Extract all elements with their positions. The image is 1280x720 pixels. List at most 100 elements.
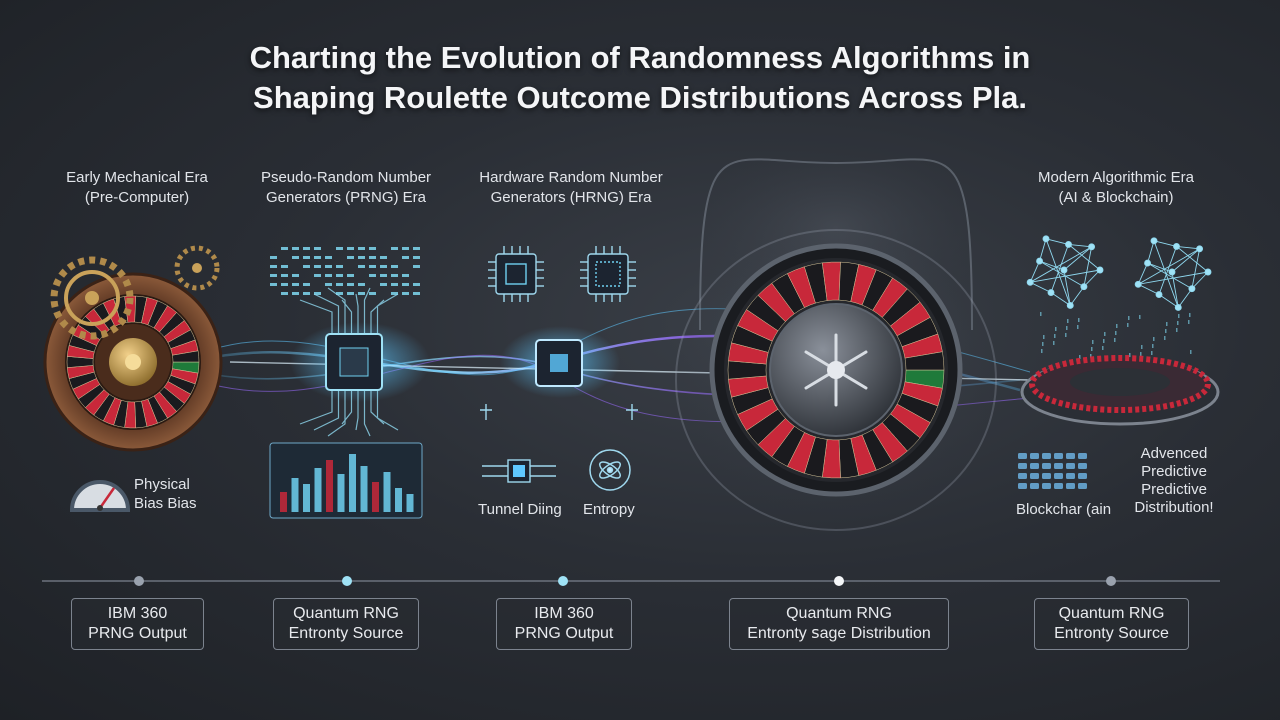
block-cell bbox=[1054, 473, 1063, 479]
rain-bit bbox=[1166, 322, 1168, 326]
histogram-bar bbox=[406, 494, 414, 512]
code-glyph bbox=[336, 274, 343, 277]
rain-bit bbox=[1115, 331, 1117, 335]
network-node bbox=[1150, 237, 1158, 245]
rain-bit bbox=[1128, 316, 1130, 320]
rain-bit bbox=[1042, 342, 1044, 346]
network-edge bbox=[1063, 269, 1071, 306]
block-cell bbox=[1078, 453, 1087, 459]
code-glyph bbox=[292, 283, 299, 286]
code-glyph bbox=[380, 274, 387, 277]
network-edge bbox=[1137, 283, 1160, 295]
network-node bbox=[1134, 280, 1142, 288]
network-node bbox=[1080, 283, 1088, 291]
timeline-box-4: Quantum RNG Entronty ꜱage Distribution bbox=[729, 598, 949, 650]
code-glyph bbox=[314, 256, 321, 259]
circuit-trace bbox=[363, 287, 371, 334]
network-edge bbox=[1050, 292, 1071, 306]
caption-tunnel: Tunnel Diing bbox=[478, 501, 562, 518]
histogram-bar bbox=[314, 468, 322, 512]
network-edge bbox=[1191, 271, 1209, 290]
rain-bit bbox=[1104, 332, 1106, 336]
neural-network-icon bbox=[1026, 235, 1212, 311]
network-node bbox=[1047, 289, 1055, 296]
timeline-axis bbox=[42, 576, 1220, 586]
rain-bit bbox=[1165, 329, 1167, 333]
code-glyph bbox=[314, 274, 321, 277]
rain-bit bbox=[1189, 313, 1191, 317]
block-cell bbox=[1066, 483, 1075, 489]
histogram-bar bbox=[326, 460, 333, 512]
network-node bbox=[1144, 259, 1152, 267]
code-glyph bbox=[292, 292, 299, 295]
block-cell bbox=[1078, 473, 1087, 479]
circuit-trace bbox=[327, 287, 346, 334]
histogram-bar bbox=[360, 466, 368, 512]
histogram-bar bbox=[395, 488, 402, 512]
block-cell bbox=[1078, 463, 1087, 469]
wheel-pocket bbox=[904, 351, 945, 371]
rain-bit bbox=[1090, 354, 1092, 358]
rain-bit bbox=[1067, 319, 1069, 323]
network-edge bbox=[1171, 248, 1200, 273]
code-glyph bbox=[380, 265, 387, 268]
network-node bbox=[1096, 266, 1104, 274]
network-edge bbox=[1045, 238, 1069, 245]
block-cell bbox=[1018, 453, 1027, 459]
rain-bit bbox=[1053, 341, 1055, 345]
network-edge bbox=[1176, 245, 1200, 250]
rain-bit bbox=[1040, 312, 1042, 316]
network-edge bbox=[1147, 262, 1173, 273]
microchip-icon-hrng bbox=[535, 339, 583, 387]
code-glyph bbox=[303, 283, 310, 286]
network-node bbox=[1042, 235, 1050, 243]
code-glyph bbox=[270, 256, 277, 259]
block-cell bbox=[1042, 483, 1051, 489]
network-edge bbox=[1083, 269, 1101, 288]
rain-bit bbox=[1153, 337, 1155, 341]
code-glyph bbox=[413, 265, 420, 268]
mechanical-roulette-wheel bbox=[43, 272, 223, 452]
code-glyph bbox=[270, 274, 277, 277]
code-glyph bbox=[281, 247, 288, 250]
rain-bit bbox=[1188, 320, 1190, 324]
network-edge bbox=[1029, 281, 1052, 293]
code-glyph bbox=[369, 292, 376, 295]
circuit-trace bbox=[341, 299, 353, 334]
block-cell bbox=[1042, 453, 1051, 459]
code-glyph bbox=[391, 265, 398, 268]
rain-bit bbox=[1139, 315, 1141, 319]
network-node bbox=[1066, 302, 1074, 309]
histogram-bar bbox=[337, 474, 345, 512]
rain-bit bbox=[1065, 333, 1067, 337]
circuit-trace bbox=[341, 390, 353, 425]
code-glyph bbox=[380, 283, 387, 286]
microchip-icon-prng bbox=[299, 287, 399, 437]
circuit-trace bbox=[370, 299, 385, 334]
rain-bit bbox=[1140, 352, 1142, 356]
network-edge bbox=[1137, 248, 1200, 285]
code-glyph bbox=[281, 265, 288, 268]
code-glyph bbox=[347, 247, 354, 250]
code-glyph bbox=[303, 247, 310, 250]
block-cell bbox=[1066, 453, 1075, 459]
code-glyph bbox=[391, 292, 398, 295]
code-glyph bbox=[281, 292, 288, 295]
rain-bit bbox=[1041, 349, 1043, 353]
network-edge bbox=[1137, 262, 1148, 285]
code-glyph bbox=[391, 274, 398, 277]
network-edge bbox=[1177, 288, 1193, 308]
code-glyph bbox=[303, 292, 310, 295]
network-edge bbox=[1068, 243, 1092, 248]
rain-bit bbox=[1055, 327, 1057, 331]
network-edge bbox=[1063, 246, 1092, 271]
rain-bit bbox=[1141, 345, 1143, 349]
code-glyph bbox=[358, 265, 365, 268]
code-glyph bbox=[303, 256, 310, 259]
rain-bit bbox=[1054, 334, 1056, 338]
circuit-trace bbox=[313, 293, 340, 334]
rain-bit bbox=[1102, 346, 1104, 350]
network-node bbox=[1155, 291, 1163, 298]
code-glyph bbox=[292, 247, 299, 250]
